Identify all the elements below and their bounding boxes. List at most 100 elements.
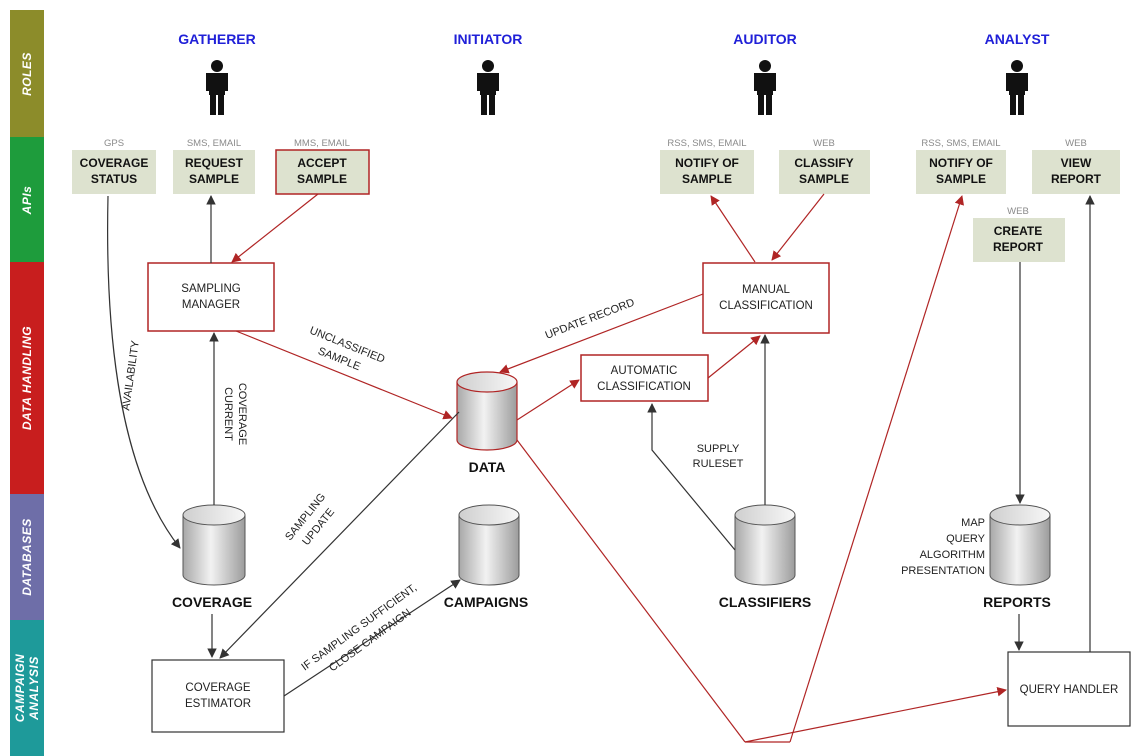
edge-availability: [107, 195, 181, 549]
reports-content-map: MAP: [961, 517, 985, 529]
manual-classification-box: [702, 262, 830, 334]
dark-connectors: [107, 195, 1095, 697]
band-label-campaign-line1: CAMPAIGN: [13, 654, 27, 722]
band-label-data-handling: DATA HANDLING: [20, 326, 34, 430]
auditor-notify-line2: SAMPLE: [682, 172, 732, 186]
auditor-notify-channel: RSS, SMS, EMAIL: [667, 138, 746, 149]
supply-ruleset-line1: SUPPLY: [697, 443, 740, 455]
classify-sample-line1: CLASSIFY: [794, 156, 853, 170]
create-report-channel: WEB: [1007, 206, 1029, 217]
sampling-manager-line2: MANAGER: [182, 299, 240, 311]
analyst-notify-line2: SAMPLE: [936, 172, 986, 186]
classify-sample-channel: WEB: [813, 138, 835, 149]
automatic-classification-line2: CLASSIFICATION: [597, 381, 691, 393]
auditor-notify-line1: NOTIFY OF: [675, 156, 739, 170]
analyst-notify-line1: NOTIFY OF: [929, 156, 993, 170]
classifiers-db-label: CLASSIFIERS: [719, 594, 812, 610]
coverage-status-line2: STATUS: [91, 172, 137, 186]
edge-auto-to-manual: [707, 335, 761, 379]
reports-db: REPORTS: [983, 504, 1051, 610]
initiator-person-icon: [477, 60, 499, 115]
edge-junction-to-notify: [789, 195, 964, 743]
accept-sample-line2: SAMPLE: [297, 172, 347, 186]
create-report-line1: CREATE: [994, 224, 1042, 238]
reports-content-query: QUERY: [946, 533, 986, 545]
band-label-roles: ROLES: [20, 52, 34, 96]
coverage-status-channel: GPS: [104, 138, 124, 149]
edge-sampling-update: [219, 411, 460, 659]
band-label-databases: DATABASES: [20, 518, 34, 595]
reports-content-presentation: PRESENTATION: [901, 565, 985, 577]
data-db: DATA: [456, 371, 518, 475]
edge-supply-ruleset: [647, 403, 736, 551]
red-connectors: [231, 193, 1007, 743]
band-apis: [10, 137, 44, 262]
create-report-api: [973, 218, 1065, 262]
accept-sample-channel: MMS, EMAIL: [294, 138, 350, 149]
request-sample-line2: SAMPLE: [189, 172, 239, 186]
view-report-api: [1032, 150, 1120, 194]
api-row: GPS COVERAGE STATUS SMS, EMAIL REQUEST S…: [72, 138, 1120, 262]
availability-label: AVAILABILITY: [120, 339, 142, 411]
automatic-classification-line1: AUTOMATIC: [611, 365, 678, 377]
gatherer-person-icon: [206, 60, 228, 115]
edge-data-to-junction: [516, 439, 746, 743]
campaigns-db-label: CAMPAIGNS: [444, 594, 529, 610]
data-db-label: DATA: [469, 459, 506, 475]
accept-sample-line1: ACCEPT: [297, 156, 347, 170]
band-label-apis: APIs: [20, 186, 34, 216]
automatic-classification-box: [580, 354, 709, 402]
view-report-channel: WEB: [1065, 138, 1087, 149]
reports-db-label: REPORTS: [983, 594, 1051, 610]
campaigns-db: CAMPAIGNS: [444, 504, 529, 610]
sampling-manager-line1: SAMPLING: [181, 283, 240, 295]
classify-sample-line2: SAMPLE: [799, 172, 849, 186]
edge-update-record: [499, 293, 704, 374]
coverage-db-label: COVERAGE: [172, 594, 252, 610]
edge-classify-to-manual: [771, 193, 825, 261]
sampling-manager-box: [147, 262, 275, 332]
coverage-estimator-line1: COVERAGE: [185, 682, 251, 694]
role-auditor-title: AUDITOR: [733, 31, 797, 47]
classifiers-db: CLASSIFIERS: [719, 504, 812, 610]
coverage-status-line1: COVERAGE: [80, 156, 149, 170]
band-data-handling: [10, 262, 44, 494]
coverage-estimator-box: [151, 659, 285, 733]
request-sample-channel: SMS, EMAIL: [187, 138, 241, 149]
query-handler-label: QUERY HANDLER: [1020, 684, 1119, 696]
coverage-estimator-line2: ESTIMATOR: [185, 698, 251, 710]
edge-junction-to-query: [744, 686, 1007, 743]
band-strip: ROLES APIs DATA HANDLING DATABASES CAMPA…: [10, 10, 44, 756]
query-handler-box: [1007, 651, 1131, 727]
manual-classification-line1: MANUAL: [742, 284, 791, 296]
view-report-line1: VIEW: [1061, 156, 1092, 170]
request-sample-line1: REQUEST: [185, 156, 244, 170]
accept-sample-api: [275, 149, 370, 195]
current-coverage-line2: COVERAGE: [236, 383, 248, 445]
analyst-notify-api: [916, 150, 1006, 194]
edge-data-to-auto: [516, 379, 580, 421]
supply-ruleset-line2: RULESET: [693, 458, 744, 470]
band-campaign-analysis: [10, 620, 44, 756]
edge-unclassified-sample: [235, 330, 453, 420]
request-sample-api: [173, 150, 255, 194]
classify-sample-api: [779, 150, 870, 194]
auditor-person-icon: [754, 60, 776, 115]
band-databases: [10, 494, 44, 620]
edge-accept-to-manager: [231, 193, 319, 263]
view-report-line2: REPORT: [1051, 172, 1102, 186]
reports-content-algorithm: ALGORITHM: [920, 549, 985, 561]
create-report-line2: REPORT: [993, 240, 1044, 254]
role-analyst-title: ANALYST: [985, 31, 1050, 47]
analyst-person-icon: [1006, 60, 1028, 115]
edge-close-campaign: [283, 579, 461, 697]
auditor-notify-api: [660, 150, 754, 194]
close-campaign-line1: IF SAMPLING SUFFICIENT,: [299, 582, 419, 674]
current-coverage-line1: CURRENT: [222, 387, 234, 441]
role-gatherer-title: GATHERER: [178, 31, 256, 47]
band-label-campaign-line2: ANALYSIS: [27, 656, 41, 721]
process-boxes: SAMPLING MANAGER MANUAL CLASSIFICATION A…: [147, 262, 1131, 733]
role-initiator-title: INITIATOR: [454, 31, 523, 47]
update-record-label: UPDATE RECORD: [544, 297, 637, 342]
